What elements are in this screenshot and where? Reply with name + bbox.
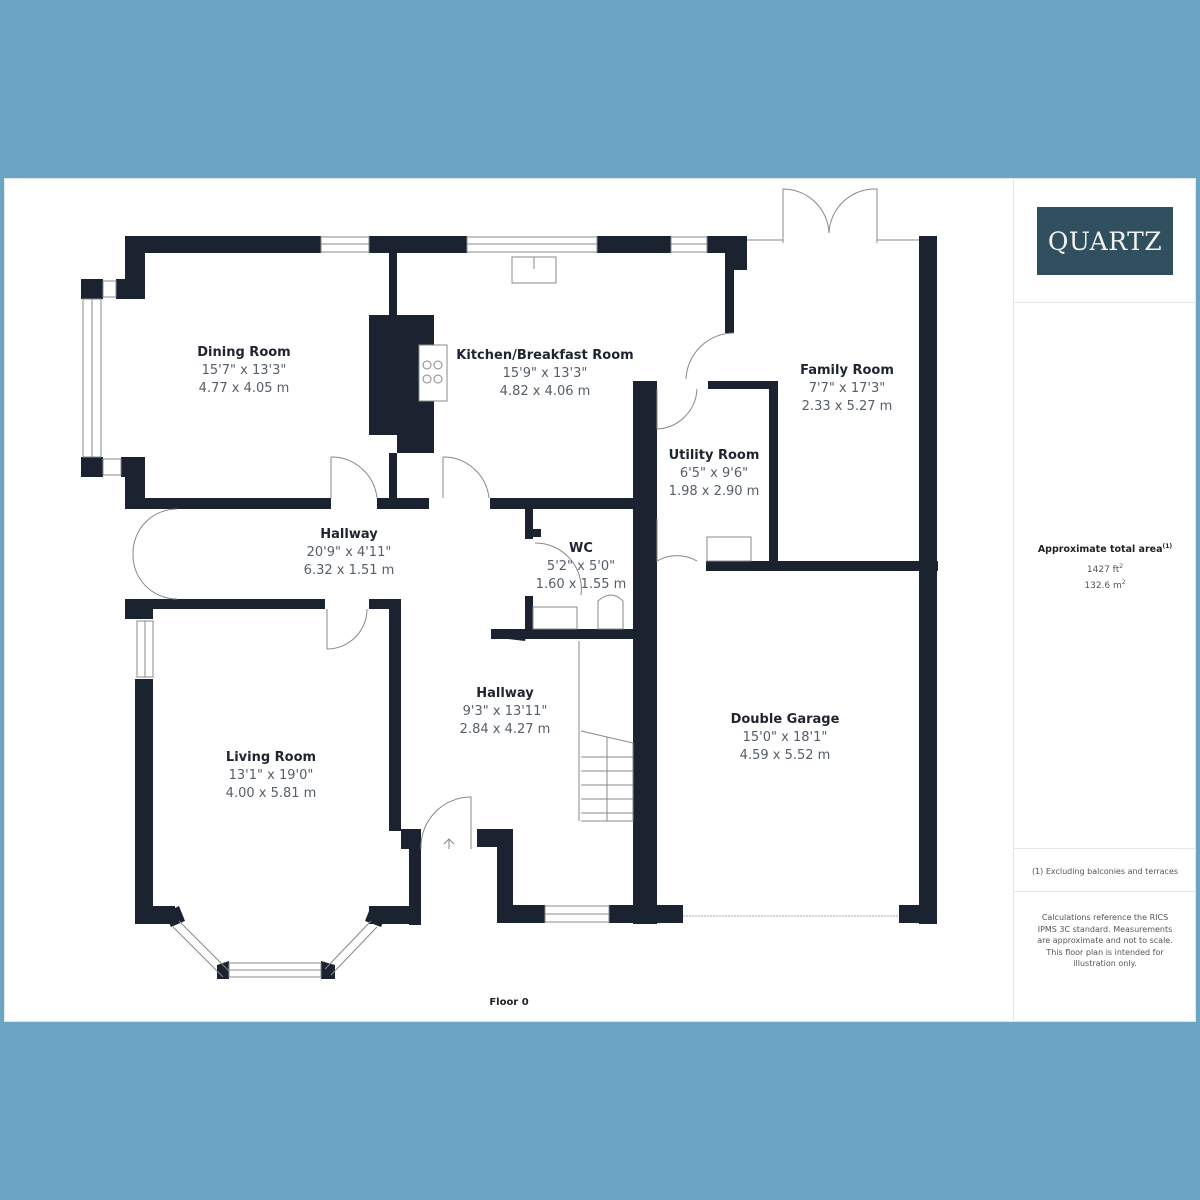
room-name: Dining Room (197, 345, 291, 360)
room-dining-room: Dining Room 15'7" x 13'3" 4.77 x 4.05 m (197, 344, 290, 398)
room-dim-imperial: 15'0" x 18'1" (742, 730, 828, 745)
room-dim-imperial: 13'1" x 19'0" (228, 768, 314, 783)
room-kitchen: Kitchen/Breakfast Room 15'9" x 13'3" 4.8… (456, 347, 633, 401)
room-hallway-1: Hallway 20'9" x 4'11" 6.32 x 1.51 m (304, 526, 395, 580)
room-dim-imperial: 15'7" x 13'3" (201, 363, 287, 378)
area-block: Approximate total area(1) 1427 ft2 132.6… (1014, 303, 1196, 849)
room-dim-metric: 4.77 x 4.05 m (198, 381, 290, 396)
room-dim-imperial: 9'3" x 13'11" (462, 704, 548, 719)
logo-text: QUARTZ (1047, 226, 1163, 256)
room-dim-metric: 1.60 x 1.55 m (535, 577, 627, 592)
room-dim-metric: 4.00 x 5.81 m (225, 786, 317, 801)
area-footnote: (1) Excluding balconies and terraces (1031, 867, 1179, 876)
room-wc: WC 5'2" x 5'0" 1.60 x 1.55 m (536, 540, 627, 594)
windows-doors (82, 188, 919, 978)
room-dim-metric: 4.82 x 4.06 m (499, 384, 591, 399)
room-dim-imperial: 20'9" x 4'11" (306, 545, 392, 560)
area-sqft: 1427 ft2 (1086, 563, 1124, 575)
room-dim-imperial: 6'5" x 9'6" (679, 466, 749, 481)
logo-block: QUARTZ (1014, 179, 1196, 303)
room-hallway-2: Hallway 9'3" x 13'11" 2.84 x 4.27 m (460, 685, 551, 739)
room-dim-metric: 2.33 x 5.27 m (801, 399, 893, 414)
room-name: Hallway (476, 686, 534, 701)
floor-label: Floor 0 (489, 997, 529, 1008)
info-sidebar: QUARTZ Approximate total area(1) 1427 ft… (1013, 179, 1196, 1021)
floor-plan: Dining Room 15'7" x 13'3" 4.77 x 4.05 m … (5, 179, 1013, 1021)
room-double-garage: Double Garage 15'0" x 18'1" 4.59 x 5.52 … (731, 711, 840, 765)
room-dim-imperial: 5'2" x 5'0" (546, 559, 616, 574)
disclaimer-text: Calculations reference the RICS IPMS 3C … (1037, 913, 1173, 968)
room-name: Living Room (225, 750, 317, 765)
room-dim-metric: 2.84 x 4.27 m (459, 722, 551, 737)
quartz-logo: QUARTZ (1037, 207, 1173, 275)
room-name: Hallway (320, 527, 378, 542)
walls (81, 236, 938, 979)
floor-plan-sheet: Dining Room 15'7" x 13'3" 4.77 x 4.05 m … (4, 178, 1196, 1022)
room-family-room: Family Room 7'7" x 17'3" 2.33 x 5.27 m (800, 362, 894, 416)
room-dim-imperial: 15'9" x 13'3" (502, 366, 588, 381)
floor-plan-drawing (81, 188, 938, 979)
area-title: Approximate total area(1) (1037, 543, 1173, 556)
room-dim-metric: 6.32 x 1.51 m (303, 563, 395, 578)
room-name: WC (569, 541, 593, 556)
divider (1014, 891, 1196, 892)
room-dim-imperial: 7'7" x 17'3" (808, 381, 886, 396)
room-name: Family Room (800, 363, 894, 378)
room-name: Double Garage (730, 712, 840, 727)
room-dim-metric: 4.59 x 5.52 m (739, 748, 831, 763)
room-utility-room: Utility Room 6'5" x 9'6" 1.98 x 2.90 m (669, 447, 760, 501)
room-dim-metric: 1.98 x 2.90 m (668, 484, 760, 499)
room-living-room: Living Room 13'1" x 19'0" 4.00 x 5.81 m (226, 749, 317, 803)
room-name: Kitchen/Breakfast Room (456, 348, 634, 363)
area-sqm: 132.6 m2 (1084, 579, 1126, 591)
room-name: Utility Room (668, 448, 760, 463)
